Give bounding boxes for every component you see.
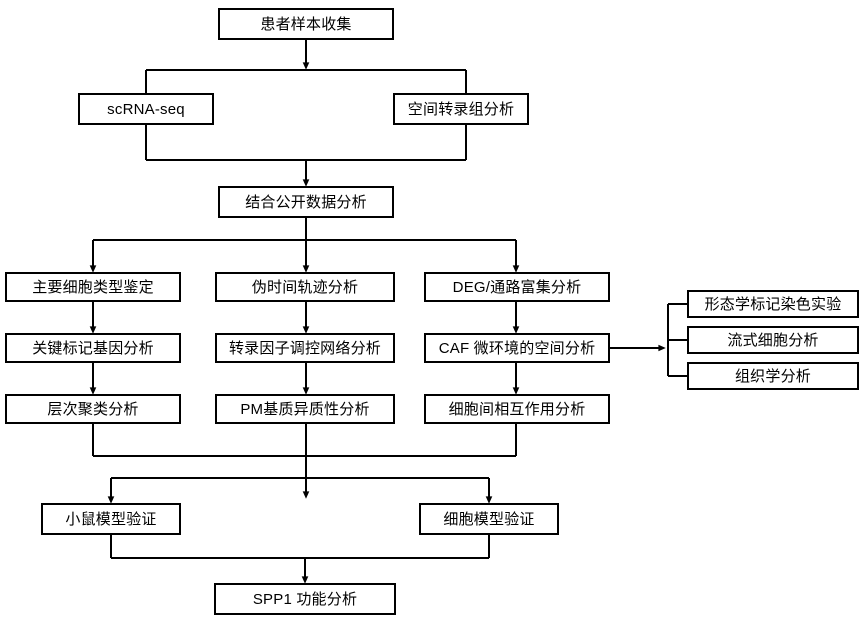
- node-hierarchical-clustering[interactable]: 层次聚类分析: [5, 394, 181, 424]
- node-label: PM基质异质性分析: [240, 400, 370, 418]
- node-mouse-model-validation[interactable]: 小鼠模型验证: [41, 503, 181, 535]
- node-label: 主要细胞类型鉴定: [32, 278, 154, 296]
- node-marker-gene-analysis[interactable]: 关键标记基因分析: [5, 333, 181, 363]
- node-label: scRNA-seq: [107, 100, 185, 118]
- node-spp1-function-analysis[interactable]: SPP1 功能分析: [214, 583, 396, 615]
- node-label: 关键标记基因分析: [32, 339, 154, 357]
- node-label: DEG/通路富集分析: [452, 278, 582, 296]
- node-label: 细胞间相互作用分析: [448, 400, 586, 418]
- node-label: SPP1 功能分析: [252, 590, 358, 608]
- node-label: 空间转录组分析: [407, 100, 515, 118]
- node-pm-matrix-heterogeneity[interactable]: PM基质异质性分析: [215, 394, 395, 424]
- node-label: 患者样本收集: [260, 15, 352, 33]
- node-cell-interaction-analysis[interactable]: 细胞间相互作用分析: [424, 394, 610, 424]
- node-label: 细胞模型验证: [443, 510, 535, 528]
- node-deg-pathway-enrichment[interactable]: DEG/通路富集分析: [424, 272, 610, 302]
- node-cell-type-identification[interactable]: 主要细胞类型鉴定: [5, 272, 181, 302]
- node-label: 形态学标记染色实验: [704, 295, 842, 313]
- node-label: 层次聚类分析: [47, 400, 139, 418]
- node-spatial-transcriptomics[interactable]: 空间转录组分析: [393, 93, 529, 125]
- node-label: CAF 微环境的空间分析: [438, 339, 596, 357]
- node-tf-regulatory-network[interactable]: 转录因子调控网络分析: [215, 333, 395, 363]
- node-public-data-analysis[interactable]: 结合公开数据分析: [218, 186, 394, 218]
- node-label: 组织学分析: [734, 367, 811, 385]
- node-cell-model-validation[interactable]: 细胞模型验证: [419, 503, 559, 535]
- node-caf-spatial-analysis[interactable]: CAF 微环境的空间分析: [424, 333, 610, 363]
- node-label: 伪时间轨迹分析: [251, 278, 359, 296]
- node-flow-cytometry[interactable]: 流式细胞分析: [687, 326, 859, 354]
- node-label: 小鼠模型验证: [65, 510, 157, 528]
- node-label: 结合公开数据分析: [245, 193, 367, 211]
- node-morphology-staining[interactable]: 形态学标记染色实验: [687, 290, 859, 318]
- node-patient-sample[interactable]: 患者样本收集: [218, 8, 394, 40]
- node-pseudotime-trajectory[interactable]: 伪时间轨迹分析: [215, 272, 395, 302]
- node-scrna-seq[interactable]: scRNA-seq: [78, 93, 214, 125]
- node-label: 流式细胞分析: [727, 331, 819, 349]
- node-histology-analysis[interactable]: 组织学分析: [687, 362, 859, 390]
- node-label: 转录因子调控网络分析: [228, 339, 381, 357]
